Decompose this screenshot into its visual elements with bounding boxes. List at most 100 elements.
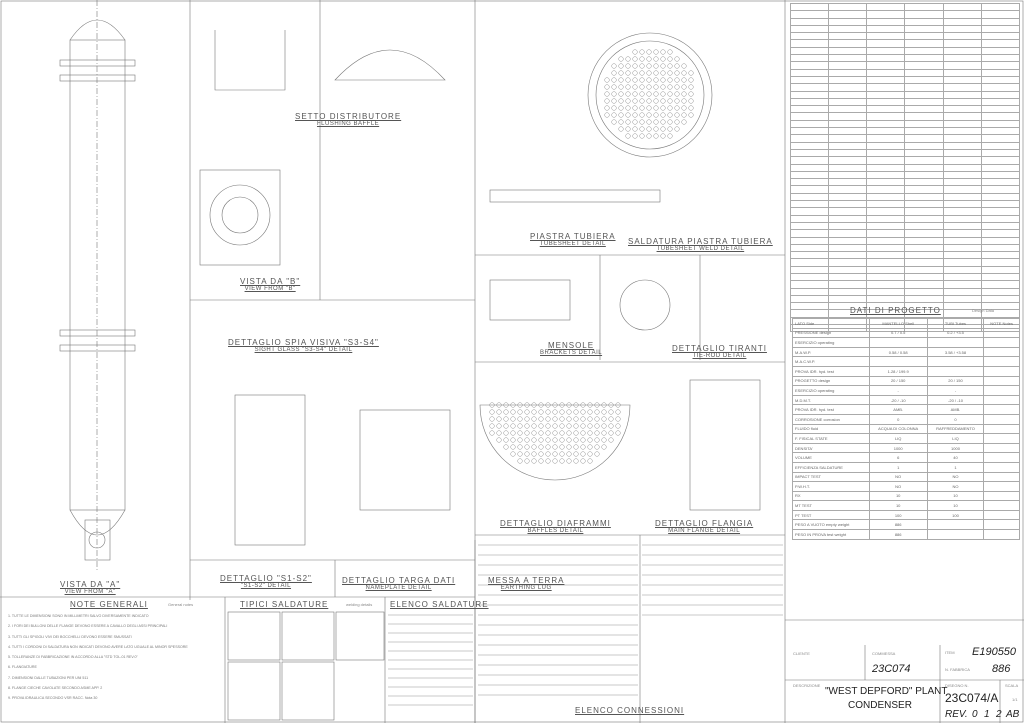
baffle-hole: [545, 451, 551, 457]
tube-hole: [667, 133, 673, 139]
tube-hole: [611, 77, 617, 83]
parts-list-cell: [942, 258, 982, 267]
parts-list-cell: [942, 10, 982, 19]
parts-list-cell: [904, 2, 944, 12]
parts-list-cell: [789, 185, 830, 194]
baffle-hole: [524, 451, 530, 457]
design-data-cell: 10: [868, 490, 928, 502]
tube-hole: [646, 119, 652, 125]
design-data-cell: MANTELLO Shell: [868, 318, 928, 329]
parts-list-cell: [942, 68, 982, 77]
baffle-hole: [601, 437, 607, 443]
weld-detail-box: [227, 661, 281, 721]
parts-list-row: [789, 97, 1021, 107]
parts-list-cell: [904, 68, 944, 77]
parts-list-row: [789, 163, 1021, 172]
design-data-cell: LIQ: [926, 433, 985, 444]
tube-hole: [632, 84, 638, 90]
parts-list-cell: [866, 178, 906, 187]
design-data-cell: NOTE Notes: [983, 318, 1020, 329]
baffle-hole: [573, 444, 579, 450]
parts-list-cell: [828, 199, 868, 209]
design-data-cell: 1000: [926, 442, 985, 454]
design-data-cell: PROVA IDR. hyd. test: [792, 365, 870, 377]
parts-list-cell: [828, 192, 868, 202]
parts-list-row: [789, 148, 1021, 158]
tube-hole: [625, 105, 631, 111]
bracket-shape: [489, 279, 571, 321]
parts-list-cell: [904, 61, 944, 70]
parts-list-cell: [828, 54, 868, 63]
baffle-hole: [552, 416, 558, 422]
parts-list-row: [789, 272, 1021, 282]
parts-list-cell: [980, 90, 1021, 99]
tube-hole: [632, 70, 638, 76]
parts-list-cell: [866, 302, 906, 311]
baffle-hole: [580, 444, 586, 450]
tube-hole: [688, 84, 694, 90]
tube-hole: [618, 56, 624, 62]
baffle-hole: [496, 437, 502, 443]
parts-list-cell: [828, 163, 868, 172]
parts-list-cell: [942, 207, 982, 216]
tube-hole: [653, 56, 659, 62]
tube-hole: [625, 112, 631, 118]
parts-list-cell: [942, 2, 982, 12]
parts-list-cell: [789, 68, 830, 77]
baffle-hole: [587, 437, 593, 443]
welds-title: TIPICI SALDATURE: [240, 600, 329, 609]
parts-list-cell: [980, 272, 1021, 282]
design-data-cell: 1.28 / 199.9: [868, 365, 928, 377]
tube-hole: [681, 84, 687, 90]
parts-list-cell: [866, 236, 906, 245]
design-data-cell: PRESSIONE design: [792, 327, 870, 339]
parts-list-cell: [789, 287, 830, 296]
baffle-hole: [566, 430, 572, 436]
baffle-hole: [573, 423, 579, 429]
parts-list-cell: [789, 236, 830, 245]
parts-list-row: [789, 294, 1021, 304]
note-item: 2. I FORI DEI BULLONI DELLE FLANGE DEVON…: [8, 624, 168, 629]
design-data-cell: 886: [868, 529, 928, 540]
parts-list-cell: [980, 265, 1021, 275]
parts-list-cell: [789, 24, 830, 34]
parts-list-cell: [866, 229, 906, 238]
design-data-cell: [983, 452, 1020, 463]
baffle-hole: [594, 416, 600, 422]
baffle-hole: [538, 437, 544, 443]
vessel-flange: [59, 344, 136, 352]
baffle-hole: [559, 444, 565, 450]
parts-list-cell: [980, 97, 1021, 107]
parts-list-cell: [866, 61, 906, 70]
parts-list-cell: [866, 148, 906, 158]
parts-list-cell: [828, 127, 868, 136]
parts-list-cell: [789, 156, 830, 165]
parts-list-cell: [866, 24, 906, 34]
parts-list-cell: [980, 75, 1021, 85]
design-data-cell: 1: [868, 461, 928, 473]
design-data-cell: [983, 394, 1020, 406]
parts-list-cell: [942, 156, 982, 165]
parts-list-cell: [980, 163, 1021, 172]
design-data-cell: -20 / -10: [868, 394, 928, 406]
tube-hole: [639, 105, 645, 111]
tube-hole: [653, 133, 659, 139]
parts-list-cell: [789, 214, 830, 223]
parts-list-cell: [904, 192, 944, 202]
design-data-cell: EFFICIENZA SALDATURE: [792, 461, 870, 473]
notes-subtitle: General notes: [168, 602, 194, 607]
tube-hole: [674, 91, 680, 97]
parts-list-cell: [789, 229, 830, 238]
parts-list-cell: [789, 192, 830, 202]
parts-list-row: [789, 258, 1021, 267]
parts-list-cell: [904, 207, 944, 216]
baffle-hole: [580, 423, 586, 429]
baffle-hole: [545, 423, 551, 429]
tube-hole: [653, 98, 659, 104]
parts-list-cell: [789, 207, 830, 216]
